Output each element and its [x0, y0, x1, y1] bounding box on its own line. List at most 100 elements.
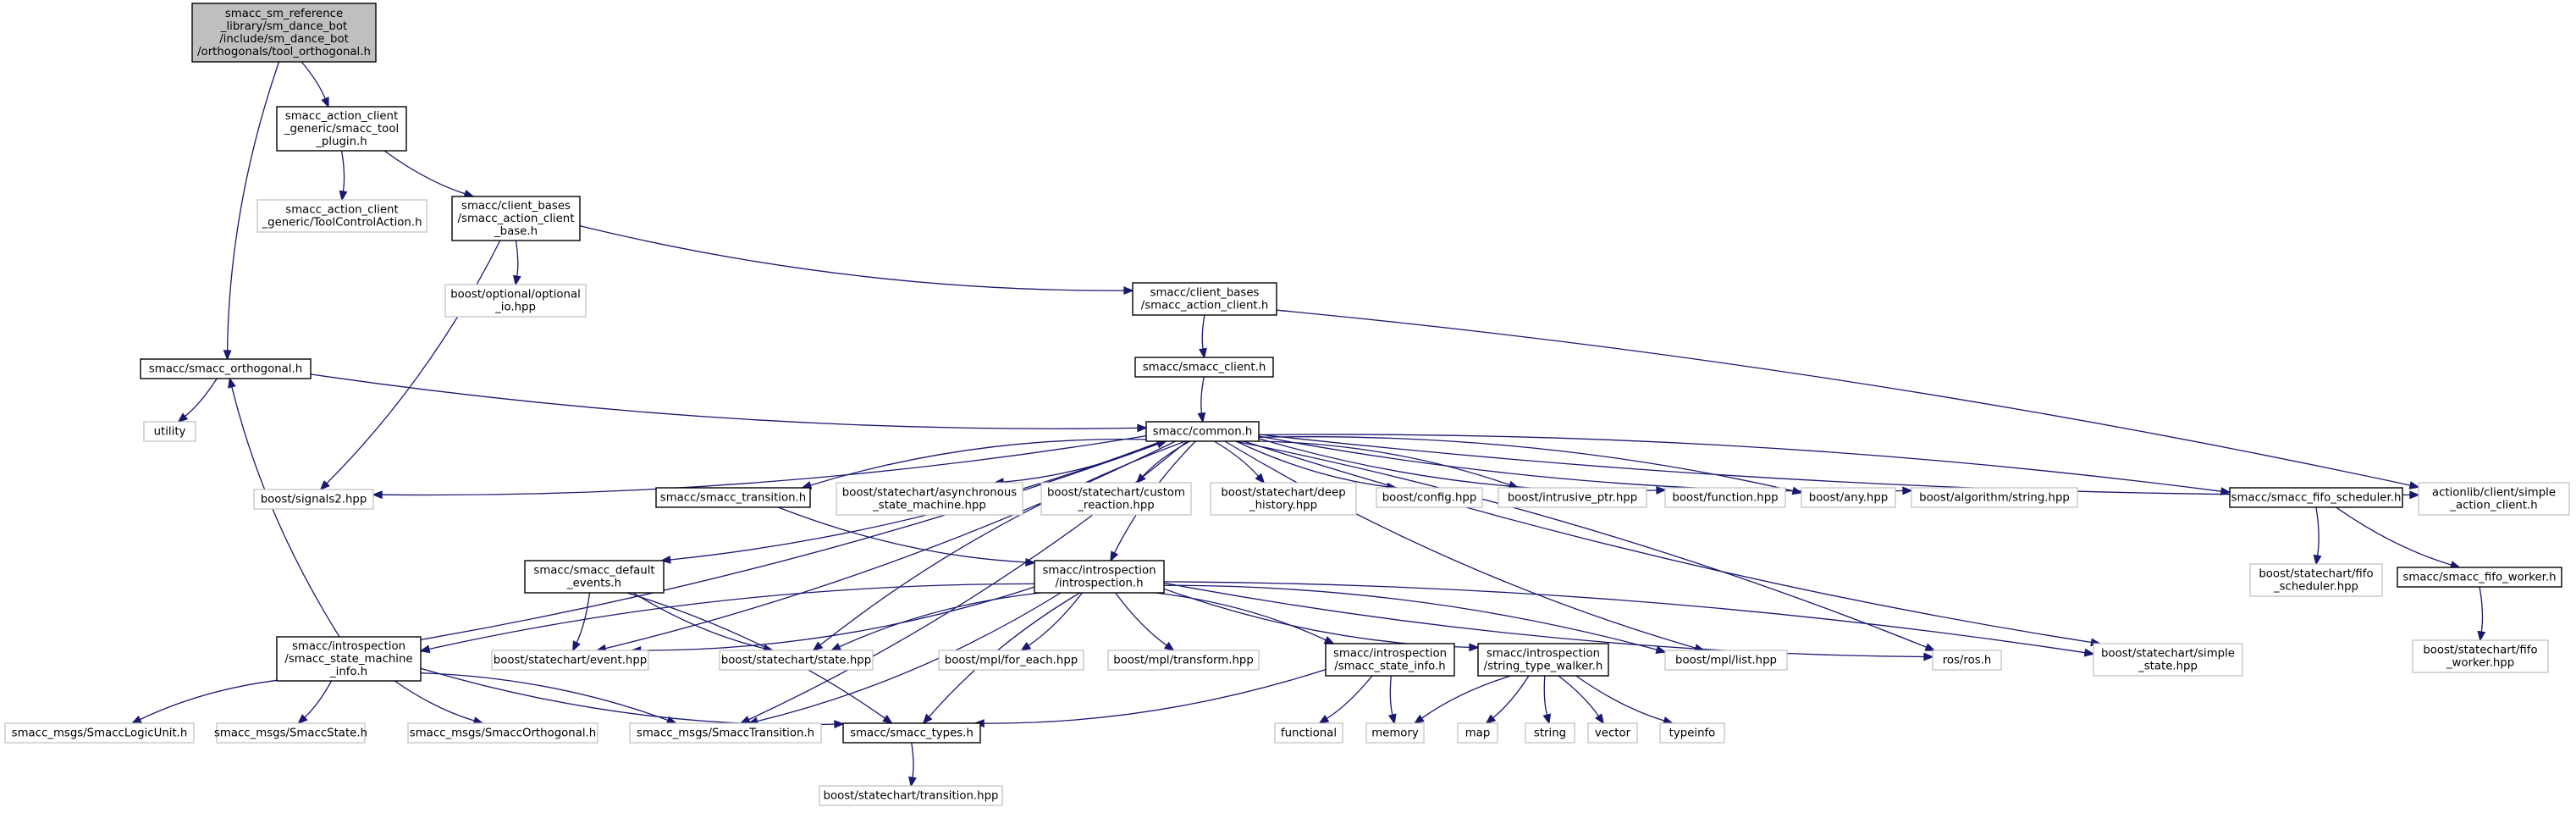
edge-common-to-default_events — [670, 440, 1162, 561]
edge-smacc_orthogonal-to-common — [310, 373, 1139, 429]
edge-smacc_action_client_base-to-optional_io — [515, 240, 519, 277]
node-fifo_worker_h[interactable]: smacc/smacc_fifo_worker.h — [2397, 567, 2562, 588]
edge-state_machine_info-to-common — [420, 443, 1159, 641]
arrowhead-state_machine_info-to-SmaccState — [297, 714, 308, 725]
node-label-any-0: boost/any.hpp — [1809, 492, 1888, 505]
arrowhead-common-to-function — [1656, 485, 1667, 495]
edge-string_type_walker-to-map — [1492, 675, 1530, 719]
node-smacc_transition[interactable]: smacc/smacc_transition.h — [655, 487, 811, 508]
node-label-intrusive_ptr-0: boost/intrusive_ptr.hpp — [1508, 492, 1637, 505]
node-label-signals2-0: boost/signals2.hpp — [261, 494, 367, 506]
arrowhead-common-to-signals2 — [372, 490, 383, 500]
node-ros: ros/ros.h — [1932, 650, 2002, 671]
node-async_sm: boost/statechart/asynchronous_state_mach… — [836, 482, 1023, 516]
edge-common-to-smacc_transition — [810, 439, 1147, 486]
node-smacc_action_client[interactable]: smacc/client_bases/smacc_action_client.h — [1132, 282, 1277, 316]
node-label-smacc_tool_plugin-1: _generic/smacc_tool — [284, 123, 399, 136]
node-smacc_types[interactable]: smacc/smacc_types.h — [842, 722, 981, 744]
arrowhead-introspection-to-state_hpp — [830, 643, 842, 651]
node-box-config — [1376, 487, 1483, 508]
edge-state_machine_info-to-smacc_types — [420, 667, 836, 726]
arrowhead-smacc_types-to-transition_hpp — [908, 776, 917, 788]
node-box-ToolControlAction — [256, 199, 427, 233]
node-SmaccOrthogonal: smacc_msgs/SmaccOrthogonal.h — [407, 722, 598, 744]
edge-introspection-to-string_type_walker — [1163, 588, 1470, 649]
node-box-smacc_action_client — [1132, 282, 1277, 316]
node-smacc_action_client_base[interactable]: smacc/client_bases/smacc_action_client_b… — [451, 196, 581, 241]
node-label-tool_orthogonal-3: /orthogonals/tool_orthogonal.h — [197, 46, 371, 58]
node-label-functional-0: functional — [1281, 727, 1337, 740]
node-label-custom_reaction-1: _reaction.hpp — [1077, 500, 1154, 512]
node-label-ToolControlAction-0: smacc_action_client — [285, 204, 398, 217]
edge-introspection-to-SmaccTransition — [757, 592, 1062, 722]
node-smacc_client[interactable]: smacc/smacc_client.h — [1134, 357, 1274, 378]
edge-introspection-to-state_info — [1156, 592, 1327, 641]
edge-introspection-to-mpl_transform — [1115, 592, 1167, 646]
arrowhead-string_type_walker-to-vector — [1595, 713, 1605, 725]
edge-state_machine_info-to-SmaccLogicUnit — [139, 679, 278, 721]
node-string_type_walker[interactable]: smacc/introspection/string_type_walker.h — [1477, 643, 1609, 677]
node-custom_reaction: boost/statechart/custom_reaction.hpp — [1040, 482, 1192, 516]
node-introspection[interactable]: smacc/introspection/introspection.h — [1034, 560, 1165, 594]
node-box-smacc_types — [842, 722, 981, 744]
arrowhead-common-to-fifo_scheduler_h — [2220, 487, 2231, 495]
node-box-custom_reaction — [1040, 482, 1192, 516]
node-box-transition_hpp — [819, 785, 1003, 806]
node-config: boost/config.hpp — [1376, 487, 1483, 508]
node-string: string — [1525, 722, 1575, 744]
node-state_machine_info[interactable]: smacc/introspection/smacc_state_machine_… — [276, 636, 422, 682]
node-box-simple_state — [2093, 643, 2243, 677]
edge-string_type_walker-to-typeinfo — [1575, 675, 1665, 722]
edge-state_info-to-memory — [1389, 675, 1393, 716]
node-function: boost/function.hpp — [1664, 487, 1786, 508]
arrowhead-smacc_action_client_base-to-signals2 — [319, 479, 330, 491]
edge-layer — [130, 61, 2486, 788]
node-box-string — [1525, 722, 1575, 744]
edge-tool_orthogonal-to-smacc_tool_plugin — [301, 61, 326, 99]
node-label-smacc_types-0: smacc/smacc_types.h — [850, 727, 974, 740]
node-label-event_hpp-0: boost/statechart/event.hpp — [494, 655, 647, 667]
node-for_each: boost/mpl/for_each.hpp — [938, 650, 1084, 671]
node-label-ros-0: ros/ros.h — [1943, 655, 1992, 667]
node-label-deep_history-1: _history.hpp — [1249, 500, 1317, 512]
node-default_events[interactable]: smacc/smacc_default_events.h — [524, 560, 665, 594]
edge-default_events-to-state_hpp — [632, 592, 765, 650]
node-box-smacc_transition — [655, 487, 811, 508]
node-box-default_events — [524, 560, 665, 594]
node-box-state_info — [1325, 643, 1455, 677]
arrowhead-introspection-to-ros — [1923, 652, 1934, 661]
arrowhead-introspection-to-simple_state — [2083, 648, 2095, 657]
node-any: boost/any.hpp — [1801, 487, 1896, 508]
node-box-any — [1801, 487, 1896, 508]
edge-string_type_walker-to-string — [1543, 675, 1548, 716]
arrowhead-fifo_scheduler_h-to-fifo_scheduler_hpp — [2313, 554, 2322, 566]
arrowhead-common-to-introspection — [1110, 550, 1119, 562]
arrowhead-introspection-to-mpl_transform — [1163, 641, 1175, 652]
node-box-simple_action_client — [2418, 482, 2570, 516]
edge-tool_orthogonal-to-smacc_orthogonal — [226, 61, 280, 351]
node-fifo_scheduler_h[interactable]: smacc/smacc_fifo_scheduler.h — [2229, 487, 2403, 508]
edge-common-to-config — [1235, 440, 1388, 488]
node-label-common-0: smacc/common.h — [1153, 426, 1253, 439]
edge-common-to-custom_reaction — [1142, 440, 1191, 478]
node-label-typeinfo-0: typeinfo — [1669, 727, 1716, 740]
node-label-state_hpp-0: boost/statechart/state.hpp — [721, 655, 871, 667]
node-common[interactable]: smacc/common.h — [1145, 421, 1260, 442]
node-optional_io: boost/optional/optional_io.hpp — [444, 284, 587, 318]
node-box-smacc_tool_plugin — [276, 106, 407, 152]
arrowhead-smacc_action_client_base-to-optional_io — [512, 274, 521, 286]
node-box-SmaccState — [216, 722, 366, 744]
node-tool_orthogonal[interactable]: smacc_sm_reference_library/sm_dance_bot/… — [191, 3, 377, 63]
edge-introspection-to-state_hpp — [839, 592, 1041, 648]
arrowhead-common-to-simple_action_client — [2409, 490, 2420, 500]
node-box-fifo_worker_hpp — [2412, 639, 2549, 673]
node-smacc_orthogonal[interactable]: smacc/smacc_orthogonal.h — [140, 358, 312, 379]
node-signals2: boost/signals2.hpp — [253, 489, 374, 510]
node-simple_action_client: actionlib/client/simple_action_client.h — [2418, 482, 2570, 516]
node-smacc_tool_plugin[interactable]: smacc_action_client_generic/smacc_tool_p… — [276, 106, 407, 152]
node-label-vector-0: vector — [1595, 727, 1631, 740]
node-state_info[interactable]: smacc/introspection/smacc_state_info.h — [1325, 643, 1455, 677]
node-box-smacc_client — [1134, 357, 1274, 378]
node-label-fifo_scheduler_h-0: smacc/smacc_fifo_scheduler.h — [2231, 492, 2402, 505]
arrowhead-introspection-to-string_type_walker — [1469, 643, 1480, 652]
